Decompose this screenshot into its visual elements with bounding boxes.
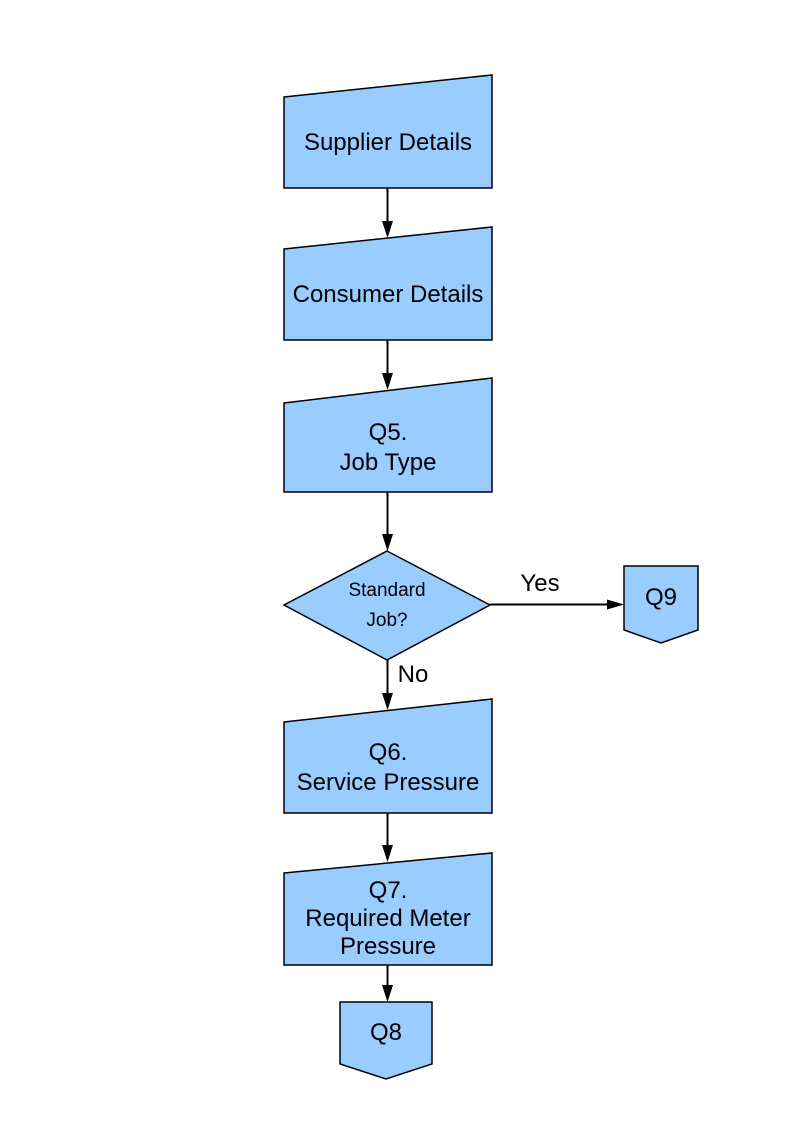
node-q5-job-type-shape[interactable] <box>283 377 493 493</box>
node-q7-required-meter-pressure-shape[interactable] <box>283 852 493 966</box>
arrowhead-q5-to-decision <box>382 534 393 551</box>
node-q6-service-pressure-shape[interactable] <box>283 698 493 814</box>
node-consumer-details-shape[interactable] <box>283 226 493 341</box>
node-q8-offpage-connector-shape[interactable] <box>339 1001 433 1080</box>
arrowhead-supplier-to-consumer <box>382 221 393 238</box>
arrowhead-decision-to-q6 <box>382 693 393 710</box>
node-supplier-details-shape[interactable] <box>283 74 493 189</box>
arrowhead-decision-to-q9 <box>607 599 624 610</box>
arrowhead-q7-to-q8 <box>382 985 393 1002</box>
arrowhead-q6-to-q7 <box>382 845 393 862</box>
node-standard-job-decision-shape[interactable] <box>282 550 492 661</box>
node-q9-offpage-connector-shape[interactable] <box>623 565 699 644</box>
arrowhead-consumer-to-q5 <box>382 373 393 390</box>
